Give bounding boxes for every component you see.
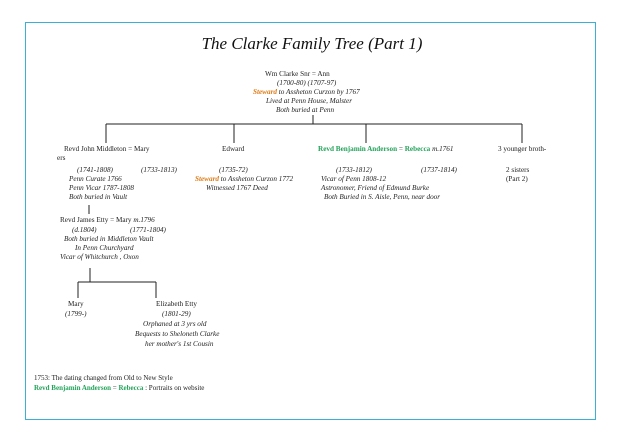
middleton-dates-right: (1733-1813) [141,166,177,174]
anderson-dates-right: (1737-1814) [421,166,457,174]
edward-dates: (1735-72) [219,166,248,174]
mary-name: Mary [68,300,84,308]
middleton-curate: Penn Curate 1766 [69,175,122,183]
steward-detail: to Assheton Curzon by 1767 [276,88,360,96]
anderson-dates-left: (1733-1812) [336,166,372,174]
marriage-sign: = [397,145,405,153]
portrait-bride: Rebecca [118,384,144,392]
younger-sisters: 2 sisters [506,166,530,174]
root-burial: Both buried at Penn [276,106,335,114]
younger-brothers: 3 younger broth- [498,145,547,153]
portrait-marriage-sign: = [111,384,119,392]
younger-wrap-text: ers [57,154,66,162]
root-residence: Lived at Penn House, Malster [266,97,353,105]
elizabeth-bequests: Bequests to Sheloneth Clarke [135,330,220,338]
etty-couple-names: Revd James Etty = Mary m.1796 [60,216,155,225]
diagram-frame [25,22,596,420]
etty-dates-right: (1771-1804) [130,226,166,234]
steward-label: Steward [253,88,277,96]
middleton-vicar: Penn Vicar 1787-1808 [69,184,134,192]
middleton-couple-names: Revd John Middleton = Mary [64,145,150,153]
dating-note: 1753: The dating changed from Old to New… [34,374,173,382]
portrait-groom: Revd Benjamin Anderson [34,384,112,392]
anderson-burial: Both Buried in S. Aisle, Penn, near door [324,193,441,201]
elizabeth-cousin: her mother's 1st Cousin [145,340,214,348]
anderson-couple-names: Revd Benjamin Anderson = Rebecca m.1761 [318,145,453,154]
mary-dates: (1799-) [65,310,87,318]
anderson-vicar: Vicar of Penn 1808-12 [321,175,387,183]
page-title: The Clarke Family Tree (Part 1) [201,34,423,53]
elizabeth-name: Elizabeth Etty [156,300,197,308]
edward-steward-line: Steward to Assheton Curzon 1772 [195,175,293,184]
edward-witness: Witnessed 1767 Deed [206,184,268,192]
elizabeth-orphaned: Orphaned at 3 yrs old [143,320,207,328]
anderson-groom: Revd Benjamin Anderson [318,145,398,153]
middleton-burial: Both buried in Vault [69,193,128,201]
marriage-year: m.1761 [430,145,454,153]
portrait-detail: : Portraits on website [143,384,205,392]
root-couple-names: Wm Clarke Snr = Ann [265,70,330,78]
middleton-dates-left: (1741-1808) [77,166,113,174]
portrait-note: Revd Benjamin Anderson = Rebecca : Portr… [34,384,204,393]
etty-churchyard: In Penn Churchyard [75,244,134,252]
root-couple-dates: (1700-80) (1707-97) [277,79,337,87]
etty-names: Revd James Etty = Mary [60,216,134,224]
edward-name: Edward [222,145,245,153]
anderson-bride: Rebecca [404,145,431,153]
etty-burial: Both buried in Middleton Vault [64,235,154,243]
anderson-astronomer: Astronomer, Friend of Edmund Burke [321,184,430,192]
elizabeth-dates: (1801-29) [162,310,191,318]
etty-dates-left: (d.1804) [72,226,97,234]
part2-reference: (Part 2) [506,175,528,183]
steward-label: Steward [195,175,219,183]
etty-vicar: Vicar of Whitchurch , Oxon [60,253,139,261]
steward-detail: to Assheton Curzon 1772 [218,175,294,183]
etty-marriage-year: m.1796 [133,216,155,224]
root-steward-line: Steward to Assheton Curzon by 1767 [253,88,360,97]
